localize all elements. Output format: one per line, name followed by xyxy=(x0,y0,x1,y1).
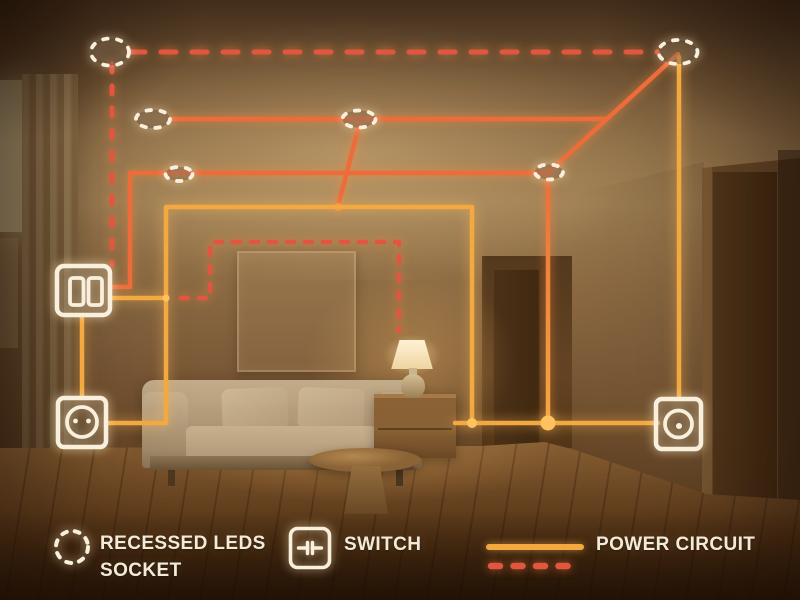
hallway-door xyxy=(493,269,540,448)
right-door xyxy=(713,172,777,510)
legend-switch-label: SWITCH xyxy=(344,534,422,555)
legend-recessed-leds-label: RECESSED LEDS xyxy=(100,533,266,554)
power-circuit-line-icon xyxy=(486,544,584,550)
legend-socket-label: SOCKET xyxy=(100,560,182,581)
legend-power-circuit-label: POWER CIRCUIT xyxy=(596,534,756,555)
side-table-drawer xyxy=(378,428,452,430)
switch-icon xyxy=(288,526,332,570)
sofa-leg xyxy=(396,470,403,486)
bottom-shadow xyxy=(0,510,800,600)
right-edge-shadow xyxy=(778,150,800,510)
sofa-leg xyxy=(168,470,175,486)
switch-outline xyxy=(288,526,332,570)
window-lower-pane xyxy=(0,238,18,348)
coffee-table-leg xyxy=(344,466,388,514)
lighting-circuit-dashed-line-icon xyxy=(487,562,583,570)
dashed-circle xyxy=(54,529,90,565)
legend: RECESSED LEDS SOCKET SWITCH POWER CIRCUI… xyxy=(0,520,800,600)
recessed-led-icon xyxy=(54,529,90,565)
